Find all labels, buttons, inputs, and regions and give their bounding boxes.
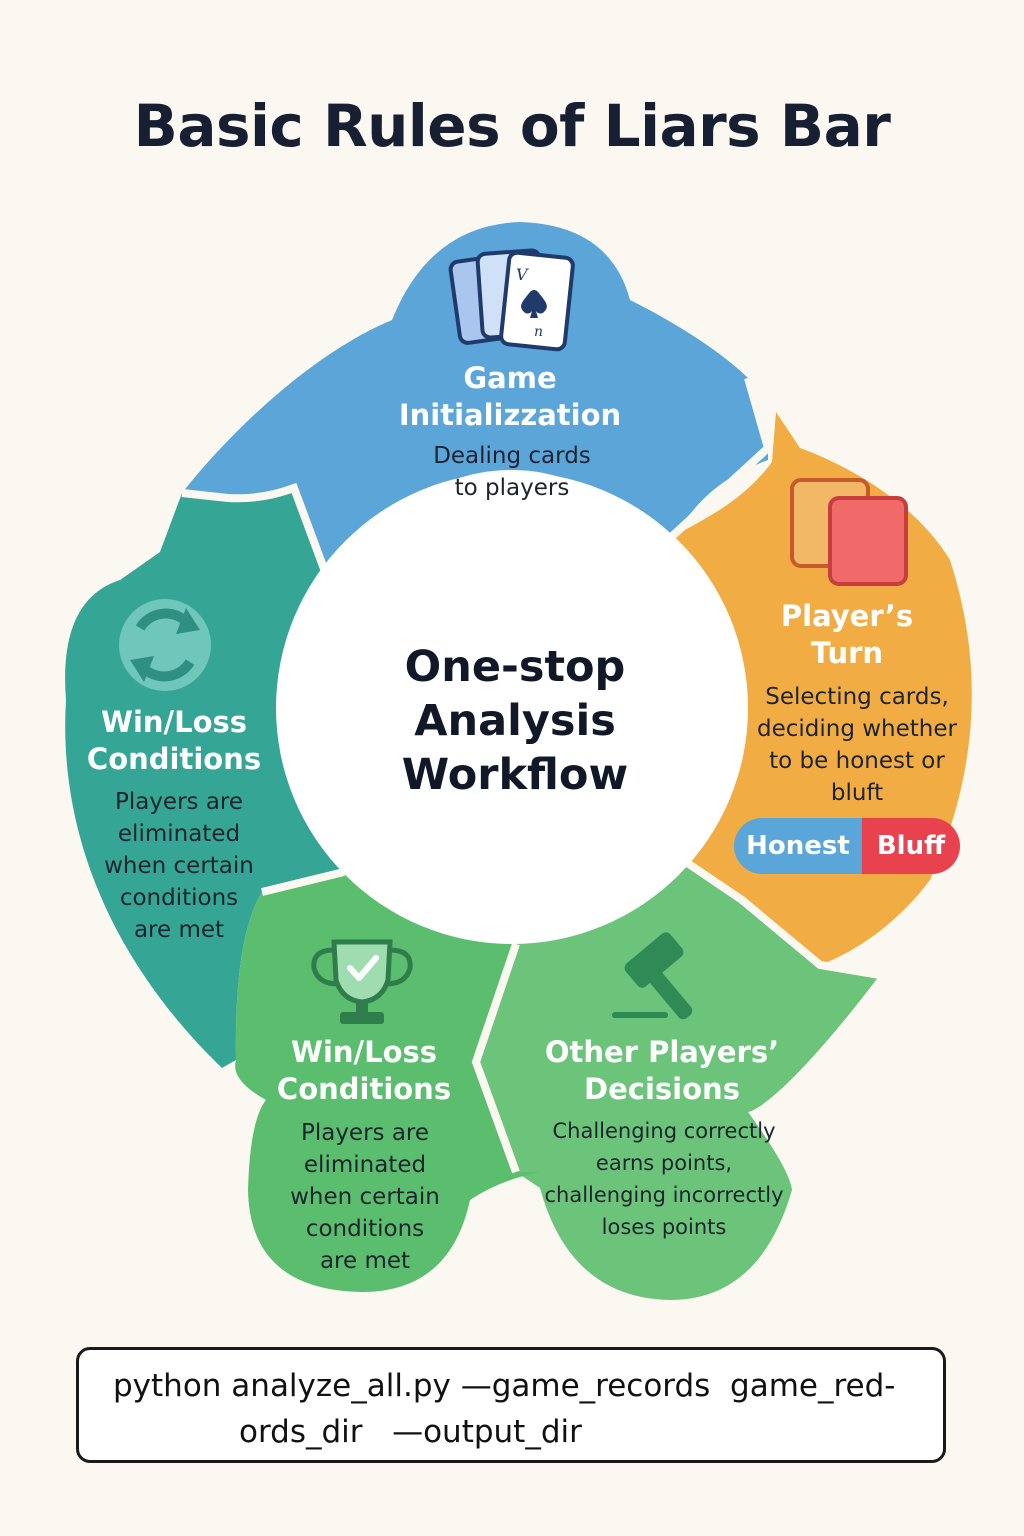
connector-arrow (261, 868, 345, 896)
win-loss-left-desc: Players are eliminated when certain cond… (86, 786, 272, 946)
win-loss-bottom-desc-line: when certain (290, 1184, 440, 1210)
players-turn-desc: Selecting cards, deciding whether to be … (750, 681, 964, 809)
players-turn-desc-line: bluft (830, 780, 884, 806)
players-turn-desc-line: Selecting cards, (765, 684, 949, 710)
center-label-line: Workflow (401, 750, 629, 800)
game-init-desc: Dealing cards to players (380, 440, 644, 504)
win-loss-bottom-title-line: Conditions (276, 1072, 452, 1106)
command-box: python analyze_all.py —game_records game… (76, 1347, 946, 1463)
win-loss-left-desc-line: are met (133, 917, 225, 943)
players-turn-title: Player’s Turn (752, 598, 942, 672)
other-players-title: Other Players’ Decisions (536, 1034, 788, 1108)
bluff-pill: Bluff (862, 818, 960, 874)
win-loss-bottom-desc-line: are met (319, 1248, 411, 1274)
win-loss-left-title-line: Conditions (86, 742, 262, 776)
players-turn-desc-line: deciding whether (756, 716, 957, 742)
center-label-line: One-stop (404, 642, 626, 692)
connector-arrow (665, 376, 773, 543)
win-loss-left-title: Win/Loss Conditions (76, 704, 272, 778)
win-loss-left-title-line: Win/Loss (100, 705, 248, 739)
win-loss-bottom-title-line: Win/Loss (290, 1035, 438, 1069)
game-init-title: Game Initializzation (380, 360, 640, 434)
segment-win-loss-bottom-shape (235, 872, 540, 1292)
command-line-2: ords_dir —output_dir (239, 1414, 582, 1450)
game-init-title-line: Initializzation (398, 398, 622, 432)
center-label-line: Analysis (414, 696, 616, 746)
other-players-desc: Challenging correctly earns points, chal… (526, 1115, 802, 1243)
gavel-icon (612, 932, 693, 1020)
svg-text:n: n (534, 324, 543, 340)
connector-arrow (677, 854, 881, 979)
playing-cards-icon: V n (448, 248, 575, 352)
other-players-desc-line: loses points (601, 1215, 727, 1239)
win-loss-left-desc-line: when certain (104, 853, 254, 879)
win-loss-bottom-desc-line: conditions (305, 1216, 425, 1242)
win-loss-left-desc-line: conditions (119, 885, 239, 911)
segment-game-init-shape (182, 222, 768, 612)
players-turn-title-line: Player’s (780, 599, 914, 633)
connector-arrow (471, 942, 520, 1174)
players-turn-desc-line: to be honest or (769, 748, 945, 774)
game-init-title-line: Game (463, 361, 557, 395)
command-line-1: python analyze_all.py —game_records game… (113, 1368, 896, 1404)
other-players-desc-line: challenging incorrectly (544, 1183, 784, 1207)
two-cards-icon (790, 478, 908, 586)
win-loss-left-desc-line: eliminated (117, 821, 241, 847)
other-players-title-line: Other Players’ (544, 1035, 780, 1069)
honest-pill: Honest (734, 818, 862, 874)
win-loss-bottom-desc: Players are eliminated when certain cond… (272, 1117, 458, 1277)
center-circle (276, 472, 748, 944)
players-turn-title-line: Turn (810, 636, 884, 670)
svg-text:V: V (516, 265, 529, 284)
game-init-desc-line: Dealing cards (433, 443, 591, 469)
game-init-desc-line: to players (454, 475, 570, 501)
win-loss-bottom-title: Win/Loss Conditions (266, 1034, 462, 1108)
page-title: Basic Rules of Liars Bar (133, 92, 891, 160)
trophy-icon (311, 939, 413, 1024)
connector-arrow (181, 482, 344, 614)
other-players-desc-line: Challenging correctly (552, 1119, 776, 1143)
refresh-icon (119, 599, 211, 691)
center-label: One-stop Analysis Workflow (330, 640, 700, 802)
win-loss-left-desc-line: Players are (114, 789, 244, 815)
other-players-title-line: Decisions (584, 1072, 740, 1106)
win-loss-bottom-desc-line: Players are (300, 1120, 430, 1146)
other-players-desc-line: earns points, (595, 1151, 733, 1175)
segment-other-players-shape (476, 858, 880, 1300)
win-loss-bottom-desc-line: eliminated (303, 1152, 427, 1178)
